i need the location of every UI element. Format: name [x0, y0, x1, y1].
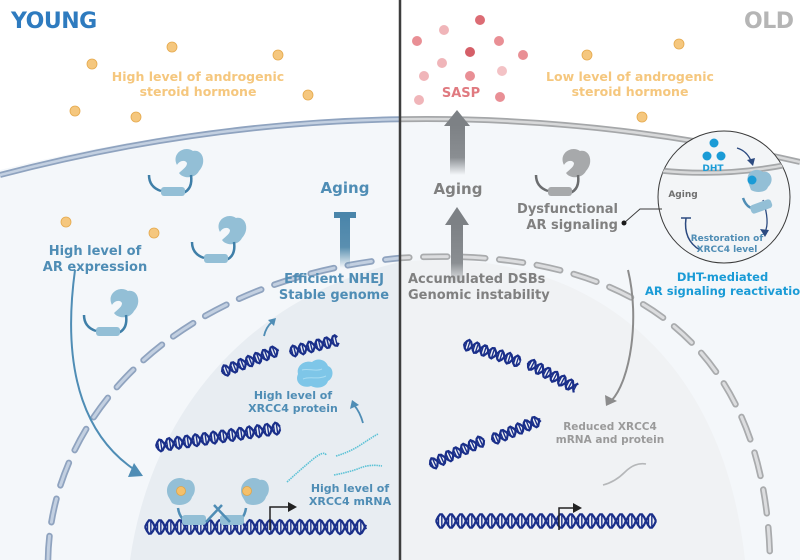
sasp-label: SASP — [441, 86, 481, 101]
young-hormone-label-line1: High level of androgenic — [111, 69, 285, 84]
sasp-particle — [465, 47, 475, 57]
old-aging-label: Aging — [433, 180, 483, 198]
sasp-particle — [518, 50, 528, 60]
old-reduced-line2: mRNA and protein — [555, 433, 665, 446]
old-outcome-label: Accumulated DSBs Genomic instability — [408, 272, 550, 303]
androgen-particle — [86, 58, 98, 70]
ar-dimer-on-dna — [167, 477, 269, 525]
inset-aging-label: Aging — [668, 190, 698, 200]
androgen-particle — [130, 111, 142, 123]
xrcc4-protein-icon — [297, 359, 333, 388]
young-ar-expression-label: High level of AR expression — [30, 244, 160, 275]
dna-helix-icon — [462, 338, 522, 368]
sasp-particle — [475, 15, 485, 25]
androgen-particle — [673, 38, 685, 50]
dna-helix-icon — [428, 435, 486, 470]
protein-to-genome-arrow — [263, 318, 276, 337]
young-outcome-line2: Stable genome — [278, 287, 390, 303]
androgen-particle — [302, 89, 314, 101]
young-protein-line1: High level of — [253, 389, 333, 402]
androgen-particle — [272, 49, 284, 61]
xrcc4-mrna-old — [602, 462, 647, 486]
dna-helix-icon — [288, 333, 340, 358]
cell-membrane-old — [400, 116, 800, 165]
young-ar-label-line2: AR expression — [42, 259, 148, 275]
androgen-particle — [166, 41, 178, 53]
aging-up-arrow — [445, 207, 469, 284]
old-hormone-label: Low level of androgenic steroid hormone — [540, 69, 720, 99]
dna-strands — [144, 333, 657, 536]
androgen-receptor-icon — [82, 288, 139, 336]
sasp-particle — [497, 66, 507, 76]
old-reduced-line1: Reduced XRCC4 — [563, 421, 657, 433]
old-ar-signaling-label: Dysfunctional AR signaling — [514, 202, 618, 233]
androgen-particle — [148, 227, 160, 239]
mrna-to-protein-arrow — [350, 400, 364, 424]
androgen-receptor-icon — [147, 148, 204, 196]
androgen-particle — [69, 105, 81, 117]
young-hormone-label: High level of androgenic steroid hormone — [108, 69, 288, 99]
sasp-particle — [412, 36, 422, 46]
young-aging-label: Aging — [320, 179, 370, 197]
young-mrna-line2: XRCC4 mRNA — [308, 495, 392, 509]
young-outcome-label: Efficient NHEJ Stable genome — [274, 272, 394, 303]
androgen-particle — [636, 111, 648, 123]
dna-helix-icon — [220, 345, 280, 377]
dna-helix-icon — [490, 415, 542, 445]
aging-inhibition-bar — [334, 212, 356, 268]
nuclear-envelope-young — [44, 254, 400, 560]
dna-helix-icon — [154, 421, 282, 453]
dht-label: DHT — [702, 164, 724, 174]
sasp-particles — [412, 15, 528, 105]
sasp-particle — [495, 92, 505, 102]
androgen-particles-old — [581, 38, 685, 123]
dna-helix-icon — [526, 358, 579, 393]
sasp-up-arrow — [444, 110, 470, 175]
young-ar-label-line1: High level of — [48, 244, 142, 259]
androgen-receptor-icon — [190, 215, 247, 263]
sasp-particle — [465, 71, 475, 81]
androgen-particles-young — [60, 41, 314, 239]
restoration-line2: XRCC4 level — [696, 244, 758, 255]
androgen-receptor-old — [534, 148, 591, 196]
old-reduced-label: Reduced XRCC4 mRNA and protein — [555, 421, 665, 446]
old-hormone-label-line1: Low level of androgenic — [546, 69, 714, 84]
reactivation-line2: AR signaling reactivation — [645, 283, 800, 298]
young-protein-line2: XRCC4 protein — [248, 402, 338, 416]
dna-helix-icon — [435, 513, 657, 529]
restoration-label: Restoration of XRCC4 level — [677, 234, 777, 256]
dysfunction-to-reduced-arrow — [605, 269, 635, 406]
young-mrna-label: High level of XRCC4 mRNA — [302, 482, 398, 508]
sasp-particle — [419, 71, 429, 81]
sasp-particle — [414, 95, 424, 105]
reactivation-label: DHT-mediated AR signaling reactivation — [645, 270, 800, 299]
sasp-particle — [437, 58, 447, 68]
young-mrna-line1: High level of — [310, 482, 390, 495]
old-ar-line2: AR signaling — [526, 217, 618, 233]
old-panel-title: OLD — [744, 9, 794, 34]
restoration-line1: Restoration of — [690, 234, 764, 244]
androgen-particle — [60, 216, 72, 228]
old-ar-line1: Dysfunctional — [517, 202, 618, 217]
old-hormone-label-line2: steroid hormone — [571, 84, 689, 99]
ar-to-dna-arrow — [70, 269, 143, 477]
young-protein-label: High level of XRCC4 protein — [243, 389, 343, 415]
inset-leader-line — [621, 208, 662, 226]
young-hormone-label-line2: steroid hormone — [139, 84, 257, 99]
sasp-particle — [439, 25, 449, 35]
transcription-start-arrow-young — [269, 502, 297, 530]
androgen-particle — [581, 49, 593, 61]
old-outcome-line1: Accumulated DSBs — [408, 272, 546, 287]
sasp-particle — [494, 36, 504, 46]
androgen-receptors-young — [82, 148, 247, 336]
young-panel-title: YOUNG — [11, 9, 97, 34]
old-outcome-line2: Genomic instability — [408, 287, 550, 303]
xrcc4-mrna-young — [286, 433, 383, 483]
transcription-start-arrow-old — [558, 503, 582, 530]
cell-membrane-young — [0, 116, 400, 178]
young-outcome-line1: Efficient NHEJ — [284, 272, 384, 287]
reactivation-line1: DHT-mediated — [676, 270, 769, 284]
androgen-receptor-icon — [534, 148, 591, 196]
